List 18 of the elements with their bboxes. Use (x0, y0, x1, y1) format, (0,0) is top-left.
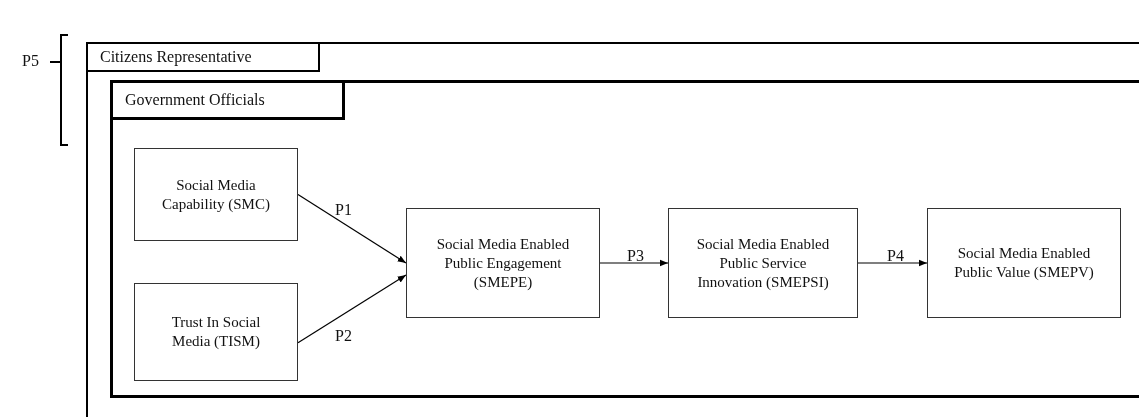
edge-label: P4 (887, 247, 904, 265)
construct-box: Social Media Enabled Public Value (SMEPV) (927, 208, 1121, 318)
construct-box: Social Media Capability (SMC) (134, 148, 298, 241)
construct-box: Trust In Social Media (TISM) (134, 283, 298, 381)
group-heading: Government Officials (110, 80, 345, 120)
group-frame (110, 80, 1139, 398)
construct-box: Social Media Enabled Public Service Innovation (SMEPSI) (668, 208, 858, 318)
arrow (857, 259, 928, 267)
arrow (599, 259, 669, 267)
group-frame (86, 42, 1139, 417)
edge-label: P3 (627, 247, 644, 265)
construct-box: Social Media Enabled Public Engagement (SMEPE) (406, 208, 600, 318)
edge-label: P1 (335, 200, 352, 219)
arrow (297, 274, 407, 344)
proposition-label: P5 (22, 52, 39, 70)
group-heading: Citizens Representative (86, 42, 320, 72)
edge-label: P2 (335, 326, 352, 345)
arrow (297, 193, 407, 264)
